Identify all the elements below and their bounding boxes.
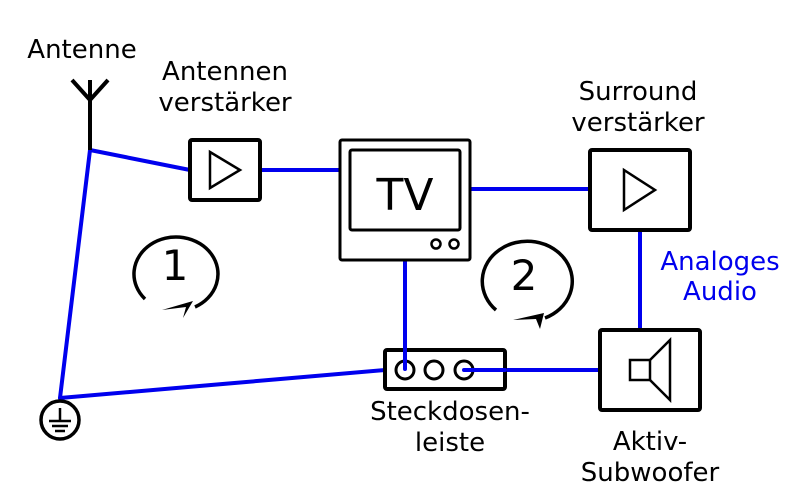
loop-2: 2 (480, 239, 574, 329)
surround-amp-label-line1: Surround (579, 77, 698, 107)
wires (58, 148, 642, 400)
tv-label: TV (376, 170, 434, 221)
antenna-label: Antenne (27, 35, 136, 65)
surround-amplifier (588, 148, 692, 232)
surround-amp-label-line2: verstärker (571, 108, 705, 138)
antenna-amplifier (188, 138, 262, 202)
ground-icon (39, 399, 81, 441)
antenna-amp-label-line1: Antennen (162, 57, 288, 87)
analog-audio-label-line1: Analoges (660, 247, 779, 277)
subwoofer (598, 328, 702, 412)
loop-2-number: 2 (511, 251, 538, 300)
circular-arrow-icon (132, 235, 220, 309)
antenna-icon (70, 78, 110, 150)
power-strip-label-line2: leiste (415, 428, 485, 458)
amplifier-triangle-icon (208, 149, 243, 191)
wire-antenna-to-ground (58, 148, 92, 400)
tv-icon (338, 138, 472, 262)
power-strip-label-line1: Steckdosen- (370, 397, 530, 427)
loop-1-number: 1 (162, 241, 189, 290)
wire-ground-to-powerstrip (58, 368, 387, 400)
antenna-amp-label-line2: verstärker (158, 88, 292, 118)
subwoofer-label-line1: Aktiv- (613, 427, 687, 457)
arrowhead-icon (162, 301, 193, 318)
loop-1: 1 (132, 235, 220, 318)
wire-antenna-to-amp (88, 148, 192, 172)
subwoofer-label-line2: Subwoofer (581, 458, 720, 488)
speaker-icon (628, 336, 672, 404)
analog-audio-label-line2: Audio (683, 277, 757, 307)
amplifier-triangle-icon (622, 167, 658, 213)
circular-arrow-icon (480, 239, 574, 320)
arrowhead-icon (513, 313, 544, 329)
